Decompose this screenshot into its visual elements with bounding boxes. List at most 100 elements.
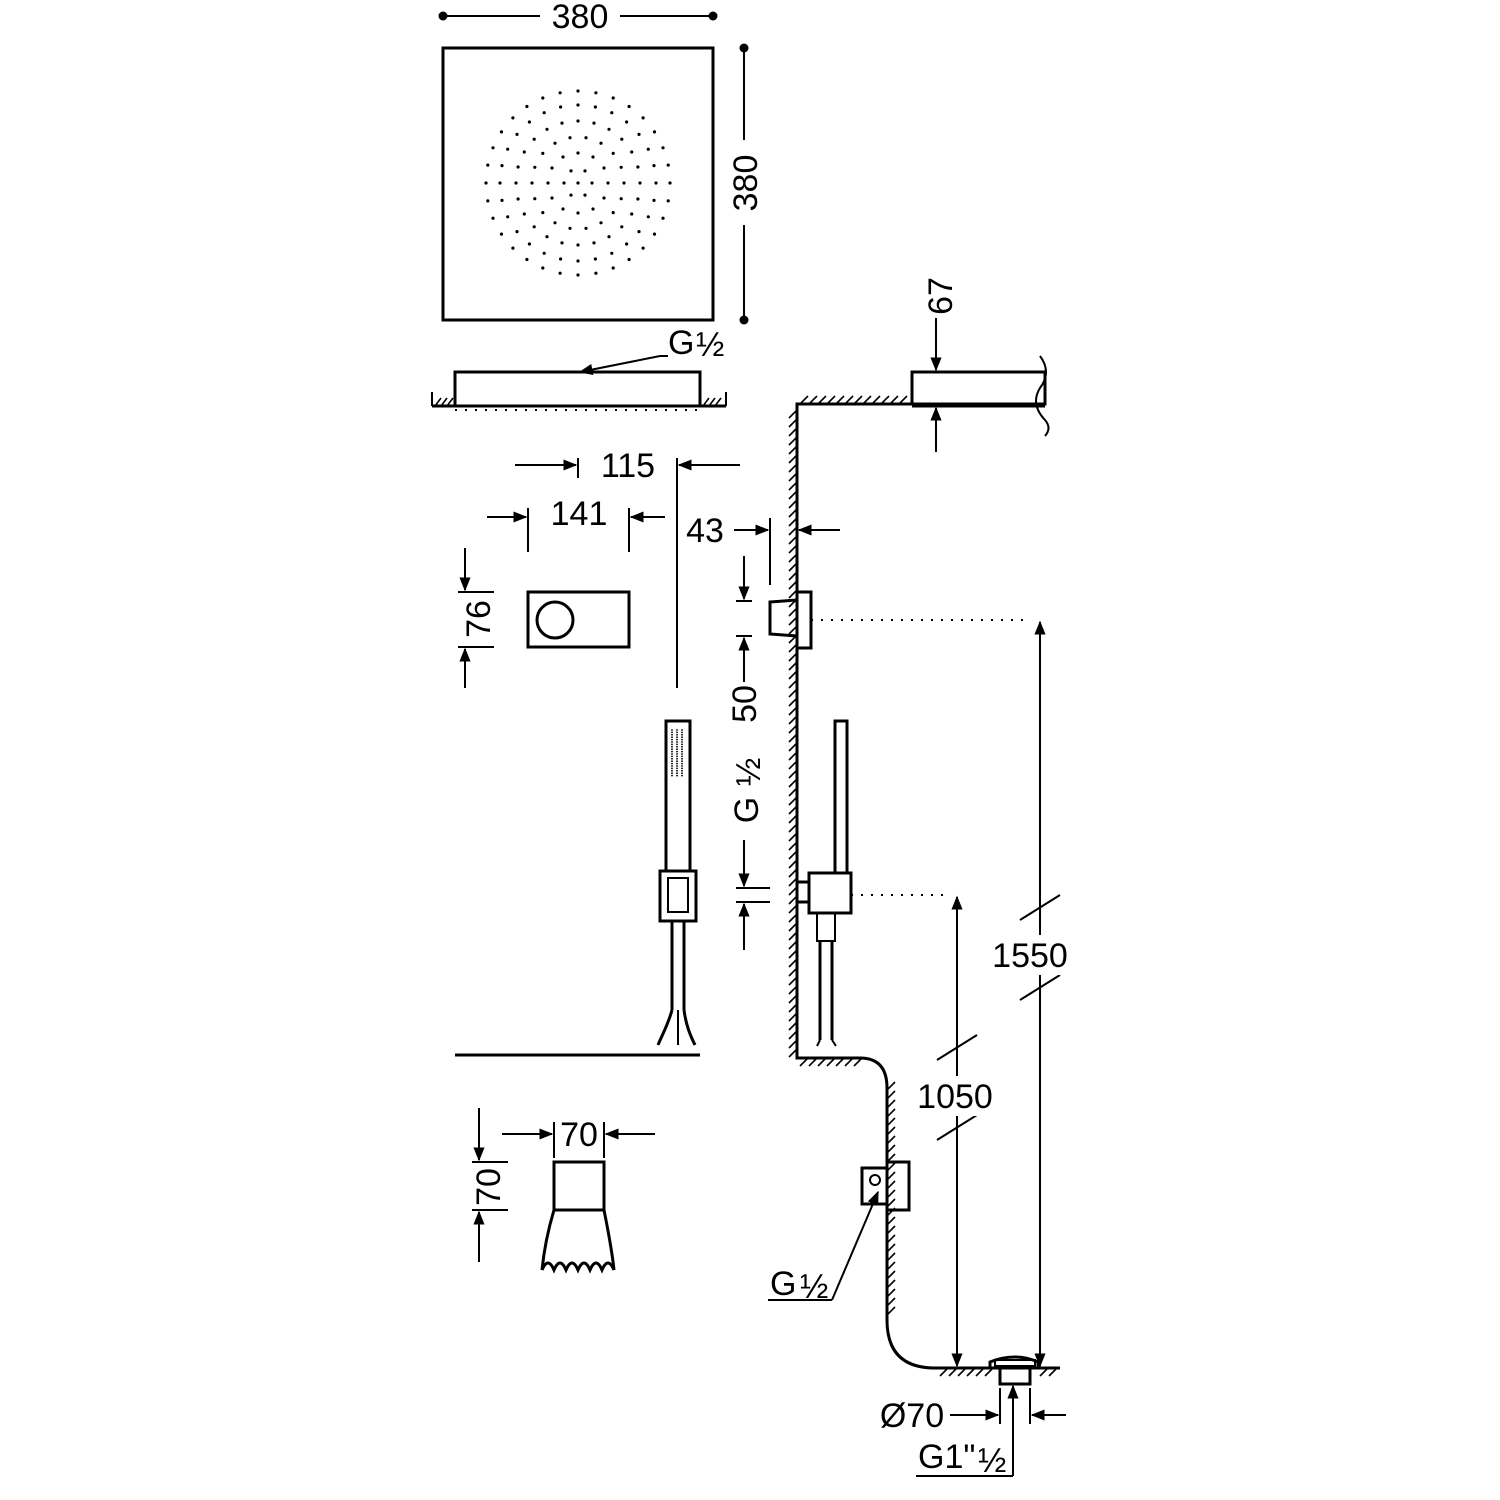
hatch-line <box>799 1057 809 1067</box>
nozzle-dot <box>646 215 650 219</box>
ceiling-thickness-dimension: 67 <box>922 277 960 452</box>
nozzle-dot <box>511 116 515 120</box>
nozzle-dot <box>630 212 634 216</box>
hatch-line <box>788 526 798 536</box>
hatch-line <box>835 1057 845 1067</box>
hatch-line <box>886 1216 896 1226</box>
nozzle-dot <box>636 197 640 201</box>
hatch-line <box>817 395 827 405</box>
nozzle-dot <box>546 181 550 185</box>
drain-connection-label: G1" <box>918 1438 975 1476</box>
nozzle-dot <box>516 165 520 169</box>
nozzle-dot <box>486 163 490 167</box>
hand-nozzle-dot <box>671 743 673 746</box>
hatch-line <box>880 395 890 405</box>
nozzle-dot <box>559 105 563 109</box>
drain-diameter-label: Ø70 <box>880 1397 944 1435</box>
hand-nozzle-dot <box>676 729 678 731</box>
nozzle-dot <box>607 235 611 239</box>
arm-connection-dimension: G ½ <box>728 758 770 950</box>
nozzle-dot <box>576 273 580 277</box>
nozzle-dot <box>661 146 665 150</box>
head-height-dimension: 380 <box>727 43 765 325</box>
hatch-line <box>788 508 798 518</box>
nozzle-dot <box>611 266 615 270</box>
hatch-line <box>853 395 863 405</box>
hatch-line <box>886 1126 896 1136</box>
hatch-line <box>957 1367 967 1377</box>
nozzle-dot <box>553 141 557 145</box>
hatch-line <box>788 544 798 554</box>
hatch-line <box>788 805 798 815</box>
hatch-line <box>788 985 798 995</box>
nozzle-dot <box>569 193 573 197</box>
valve-height-label: 76 <box>460 600 498 638</box>
hatch-line <box>808 1057 818 1067</box>
nozzle-dot <box>591 155 595 159</box>
nozzle-dot <box>522 150 526 154</box>
hatch-line <box>871 395 881 405</box>
hatch-line <box>844 1057 854 1067</box>
hand-nozzle-dot <box>681 736 683 739</box>
nozzle-dot <box>558 91 562 95</box>
hand-nozzle-dot <box>681 762 683 765</box>
side-connection-callout: G ½ <box>768 1190 879 1306</box>
hatch-line <box>788 1030 798 1040</box>
nozzle-dot <box>569 169 573 173</box>
hatch-line <box>966 1367 976 1377</box>
nozzle-dot <box>592 121 596 125</box>
hatch-line <box>788 499 798 509</box>
hatch-line <box>817 1057 827 1067</box>
nozzle-dot <box>599 141 603 145</box>
hatch-line <box>788 913 798 923</box>
hatch-line <box>788 652 798 662</box>
hand-nozzle-dot <box>676 757 678 760</box>
drain-diameter-dimension: Ø70 <box>880 1388 1066 1435</box>
head-height-from-floor-label: 1550 <box>992 937 1068 975</box>
hatch-line <box>788 670 798 680</box>
hatch-line <box>886 1144 896 1154</box>
nozzle-dot <box>666 199 670 203</box>
hatch-line <box>788 436 798 446</box>
nozzle-dot <box>542 111 546 115</box>
head-width-dimension: 380 <box>438 0 718 36</box>
holder-height-from-floor-dimension: 1050 <box>917 895 993 1368</box>
drain-connection-callout: G1" ½ <box>916 1384 1019 1480</box>
hatch-line <box>788 751 798 761</box>
nozzle-dot <box>499 130 504 134</box>
ceiling-head-section <box>910 355 1050 437</box>
hatch-line <box>788 472 798 482</box>
wall-hatching <box>788 395 1058 1377</box>
nozzle-dot <box>506 147 510 151</box>
nozzle-dot <box>625 242 629 246</box>
nozzle-dot <box>646 147 650 151</box>
nozzle-dot <box>637 132 641 136</box>
nozzle-dot <box>560 121 564 125</box>
hand-nozzle-dot <box>671 755 673 758</box>
nozzle-dot <box>602 166 606 170</box>
nozzle-dot <box>583 169 587 173</box>
hand-nozzle-dot <box>676 769 678 772</box>
hand-nozzle-dot <box>681 772 683 775</box>
hatch-line <box>788 733 798 743</box>
nozzle-dot <box>584 136 588 140</box>
nozzle-dot <box>542 251 546 255</box>
nozzle-dot <box>506 215 510 219</box>
nozzle-dot <box>627 104 631 109</box>
nozzle-dot <box>533 197 537 201</box>
spout-height-label: 70 <box>470 1168 508 1206</box>
nozzle-dot <box>606 181 610 185</box>
nozzle-dot <box>550 196 554 200</box>
nozzle-dot <box>630 150 634 154</box>
head-height-label: 380 <box>727 155 765 212</box>
hatch-line <box>788 868 798 878</box>
hatch-line <box>889 395 899 405</box>
nozzle-dot <box>499 232 504 236</box>
head-connection-frac: ½ <box>696 326 724 364</box>
spout <box>540 1160 616 1274</box>
wall-outlet-upper <box>768 590 1030 650</box>
nozzle-dot <box>576 211 580 215</box>
side-connection-frac: ½ <box>800 1268 828 1306</box>
hatch-line <box>975 1367 985 1377</box>
hatch-line <box>844 395 854 405</box>
